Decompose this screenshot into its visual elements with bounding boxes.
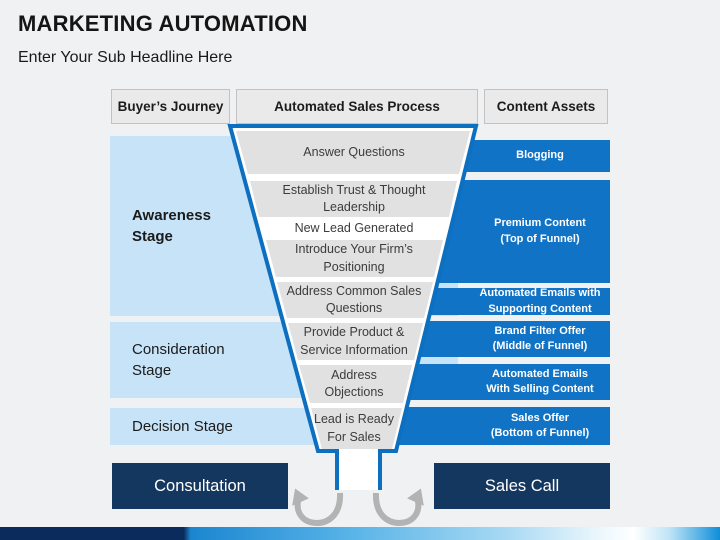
funnel-step-lead-ready: Lead is Ready For Sales [314, 412, 394, 444]
funnel-band-lead-ready [311, 408, 402, 449]
sales-call-button: Sales Call [434, 463, 610, 509]
asset-label-supporting-emails: Automated Emails with Supporting Content [479, 287, 601, 315]
column-header-content-assets: Content Assets [484, 89, 608, 124]
arrowhead-right-icon [407, 488, 424, 506]
funnel-step-establish-trust: Establish Trust & Thought Leadership [282, 182, 426, 215]
asset-bar-selling-emails [409, 364, 610, 400]
asset-bars [398, 140, 610, 445]
funnel-step-provide-product: Provide Product & Service Information [300, 325, 408, 357]
funnel-band-provide-product [288, 323, 423, 360]
column-header-label: Content Assets [496, 99, 596, 114]
stage-label-consideration: Consideration Stage [132, 341, 225, 379]
asset-label-premium-content: Premium Content (Top of Funnel) [494, 217, 586, 245]
swoosh-arrows [294, 492, 422, 527]
column-header-sales-process: Automated Sales Process [236, 89, 478, 124]
funnel-step-address-objections: Address Objections [324, 367, 384, 400]
funnel-step-answer-questions: Answer Questions [303, 144, 405, 159]
column-header-buyers-journey: Buyer’s Journey [111, 89, 230, 124]
arrowheads [292, 488, 424, 506]
consultation-label: Consultation [154, 476, 246, 495]
page-subtitle: Enter Your Sub Headline Here [18, 49, 233, 66]
column-header-label: Automated Sales Process [274, 99, 440, 114]
asset-label-blogging: Blogging [516, 149, 564, 162]
funnel-outline [227, 124, 479, 490]
page-title: MARKETING AUTOMATION [18, 11, 308, 36]
funnel-band-address-common-sales [277, 282, 433, 318]
funnel-band-establish-trust [250, 181, 457, 217]
swoosh-arrow-right [372, 492, 422, 527]
asset-label-brand-filter: Brand Filter Offer (Middle of Funnel) [492, 324, 588, 352]
swoosh-arrow-left [294, 492, 344, 527]
asset-label-sales-offer: Sales Offer (Bottom of Funnel) [490, 411, 590, 439]
funnel-band-answer-questions [236, 131, 470, 174]
asset-bar-sales-offer [398, 407, 610, 445]
funnel-step-introduce-positioning: Introduce Your Firm’s Positioning [295, 242, 413, 274]
sales-call-label: Sales Call [484, 476, 560, 495]
stage-label-awareness: Awareness Stage [132, 207, 211, 245]
funnel-band-introduce-positioning [266, 240, 443, 277]
funnel-step-bands [236, 131, 470, 449]
asset-bar-premium-content [438, 180, 610, 283]
asset-label-selling-emails: Automated Emails With Selling Content [486, 367, 594, 395]
funnel-step-address-common-sales: Address Common Sales Questions [286, 283, 422, 316]
consultation-button: Consultation [112, 463, 288, 509]
stage-label-decision: Decision Stage [132, 418, 233, 435]
asset-bar-brand-filter [419, 321, 610, 357]
arrowhead-left-icon [292, 488, 309, 506]
column-header-label: Buyer’s Journey [117, 99, 224, 114]
funnel-step-new-lead: New Lead Generated [294, 220, 414, 235]
asset-bar-supporting-emails [430, 288, 610, 315]
funnel-band-address-objections [299, 365, 412, 403]
asset-bar-blogging [465, 140, 610, 172]
bottom-accent-bar [0, 527, 720, 540]
